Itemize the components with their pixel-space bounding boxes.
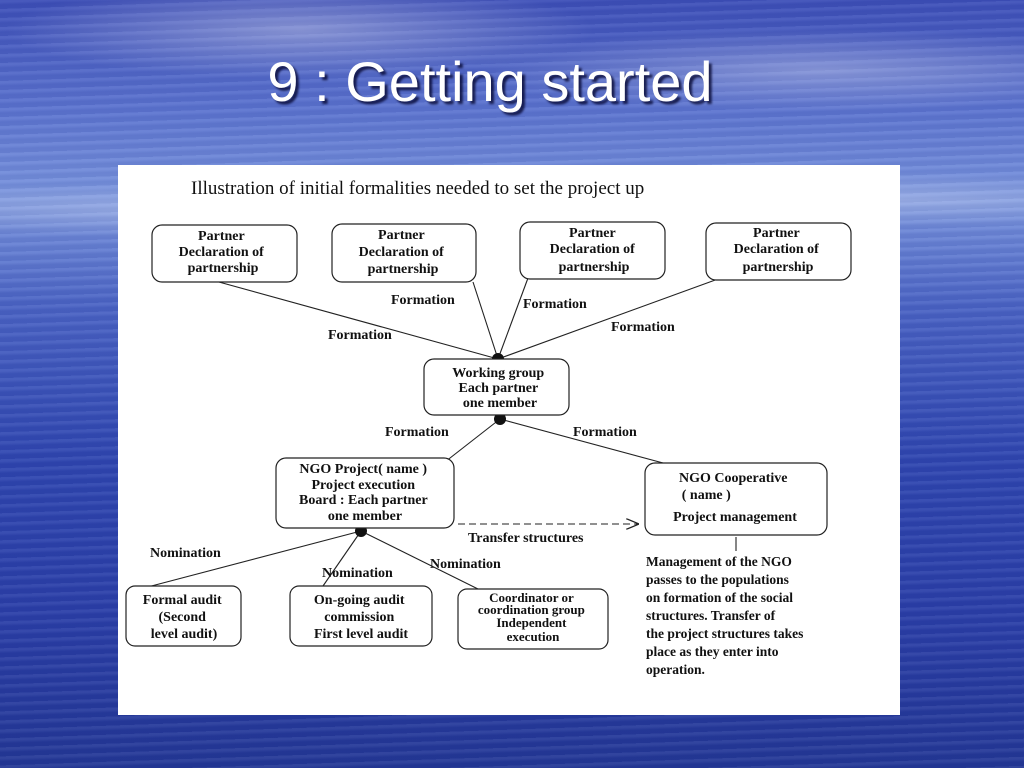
slide-title: 9 : Getting started	[267, 50, 713, 113]
partner-box-2	[331, 223, 477, 283]
partner-box-3	[519, 221, 666, 280]
edge-working-group-ngo-cooperative	[499, 418, 679, 468]
label-nomination-1: Nomination	[150, 546, 221, 561]
edge-partner1-working-group	[207, 278, 499, 360]
partner-box-4	[705, 222, 852, 281]
label-transfer-structures: Transfer structures	[468, 531, 584, 546]
edge-ngo-project-coordinator	[360, 530, 479, 590]
partner-box-4-text: Partner Declaration of partnership	[734, 226, 823, 275]
diagram-panel: Illustration of initial formalities need…	[118, 165, 900, 715]
ngo-project-box	[275, 457, 455, 529]
edge-partner4-working-group	[497, 278, 719, 360]
ongoing-audit-box	[289, 585, 433, 647]
edge-ngo-project-formal-audit	[139, 530, 362, 590]
ngo-project-text: NGO Project( name ) Project execution Bo…	[299, 462, 431, 524]
label-formation-1: Formation	[391, 293, 455, 308]
ngo-cooperative-text: NGO Cooperative ( name ) Project managem…	[673, 471, 797, 525]
label-nomination-3: Nomination	[430, 557, 501, 572]
diagram-heading: Illustration of initial formalities need…	[191, 178, 644, 199]
diagram-canvas: Illustration of initial formalities need…	[125, 178, 852, 677]
junction-dot-working-group-bottom	[494, 413, 506, 425]
working-group-text: Working group Each partner one member	[452, 366, 547, 411]
formal-audit-box	[125, 585, 242, 647]
label-formation-6: Formation	[573, 425, 637, 440]
ngo-cooperative-box	[644, 462, 828, 536]
working-group-box	[423, 358, 570, 416]
label-formation-3: Formation	[328, 328, 392, 343]
partner-box-2-text: Partner Declaration of partnership	[359, 228, 448, 277]
partner-box-1-text: Partner Declaration of partnership	[179, 229, 268, 276]
management-note: Management of the NGO passes to the popu…	[646, 554, 807, 677]
edge-ngo-project-ongoing-audit	[322, 530, 362, 587]
label-formation-5: Formation	[385, 425, 449, 440]
partner-box-1	[151, 224, 298, 283]
ongoing-audit-text: On-going audit commission First level au…	[314, 593, 408, 642]
label-nomination-2: Nomination	[322, 566, 393, 581]
label-formation-2: Formation	[523, 297, 587, 312]
label-formation-4: Formation	[611, 320, 675, 335]
coordinator-box	[457, 588, 609, 650]
edge-partner3-working-group	[497, 277, 529, 360]
partner-box-3-text: Partner Declaration of partnership	[550, 226, 639, 275]
edge-partner2-working-group	[472, 281, 499, 360]
formal-audit-text: Formal audit (Second level audit)	[143, 593, 225, 642]
coordinator-text: Coordinator or coordination group Indepe…	[478, 590, 588, 644]
